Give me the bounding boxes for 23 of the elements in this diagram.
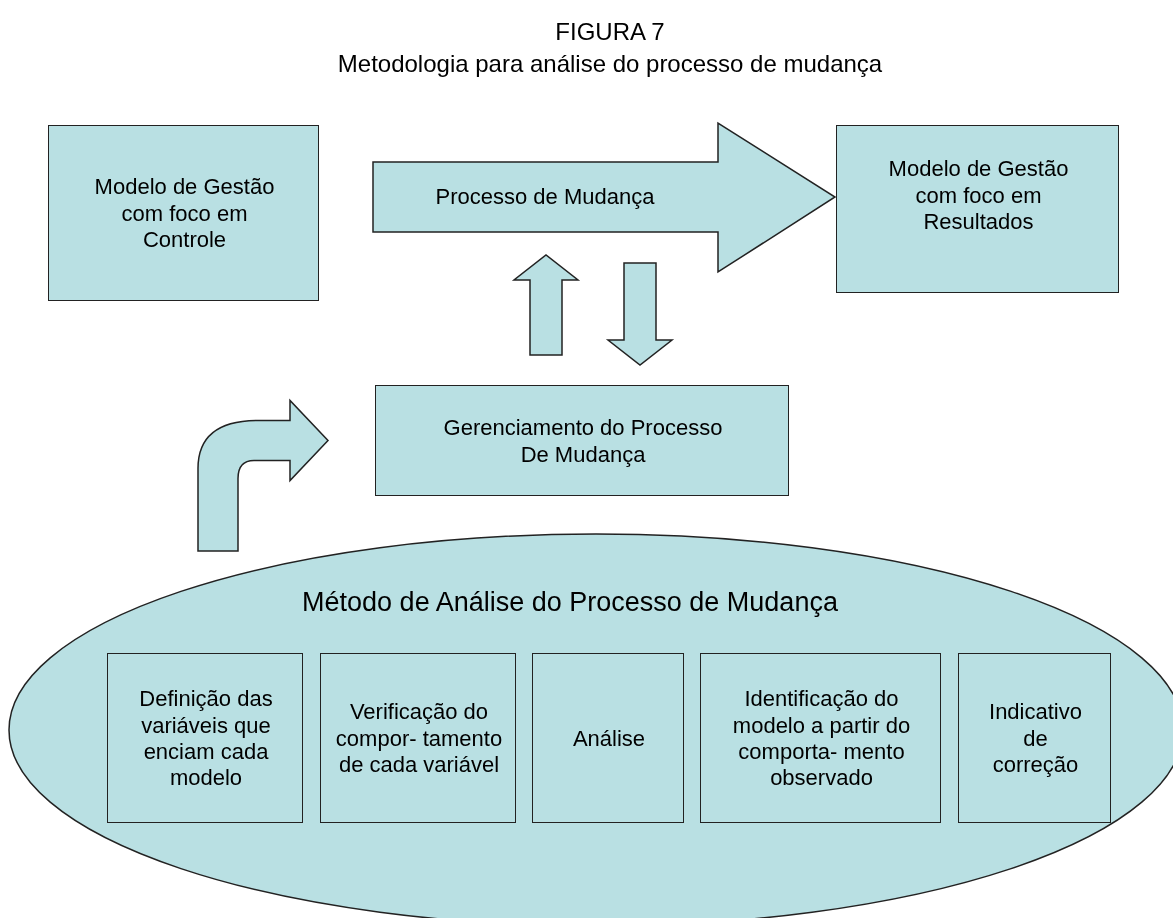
process-box — [107, 653, 303, 823]
process-box — [700, 653, 941, 823]
process-box — [320, 653, 516, 823]
block-arrow — [511, 254, 581, 356]
process-box — [836, 125, 1119, 293]
block-arrow — [605, 262, 675, 366]
node-label: Definição das variáveis que enciam cada modelo — [138, 686, 274, 792]
process-box — [48, 125, 319, 301]
figure-subtitle: Metodologia para análise do processo de mudança — [336, 50, 884, 78]
node-label: Modelo de Gestão com foco em Controle — [93, 174, 276, 254]
process-box — [375, 385, 789, 496]
node-label: Verificação do compor- tamento de cada variável — [334, 699, 504, 779]
group-heading: Método de Análise do Processo de Mudança — [302, 585, 838, 619]
node-label: Processo de Mudança — [435, 183, 655, 211]
node-label: Gerenciamento do Processo De Mudança — [442, 415, 724, 468]
node-label: Análise — [572, 725, 646, 753]
figure-title: FIGURA 7 — [554, 18, 666, 46]
node-label: Identificação do modelo a partir do comporta- mento observado — [731, 686, 912, 792]
block-arrow — [197, 399, 329, 552]
node-label: Indicativo de correção — [988, 699, 1083, 779]
process-box — [532, 653, 684, 823]
node-label: Modelo de Gestão com foco em Resultados — [887, 156, 1070, 236]
process-box — [958, 653, 1111, 823]
